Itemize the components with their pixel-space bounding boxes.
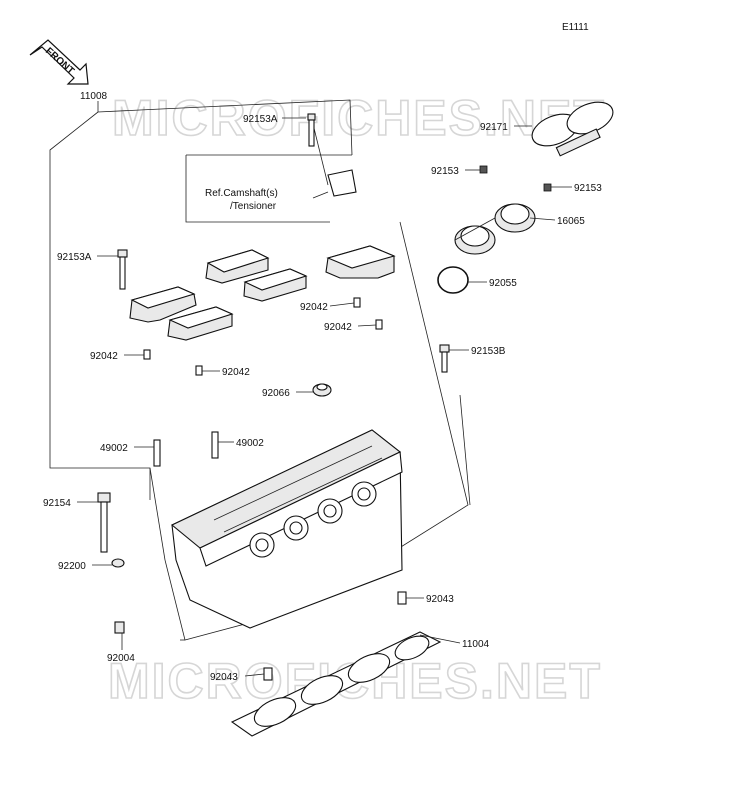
- dowel-pin-92042-c: [143, 349, 151, 360]
- o-ring-92055: [437, 266, 469, 294]
- bolt-92154: [97, 492, 111, 553]
- part-label-92004: 92004: [107, 653, 135, 664]
- screw-92153-right: [543, 183, 552, 192]
- clamp-92171: [531, 101, 614, 157]
- part-label-11004: 11004: [462, 639, 490, 650]
- part-label-49002-left: 49002: [100, 443, 128, 454]
- stud-49002-left: [153, 439, 161, 467]
- part-label-92055: 92055: [489, 278, 517, 289]
- part-label-92042-c: 92042: [90, 351, 118, 362]
- camshaft-cap-2: [205, 249, 270, 284]
- part-label-92153-right: 92153: [574, 183, 602, 194]
- camshaft-cap-4: [167, 306, 234, 341]
- part-label-92043-bottom: 92043: [210, 672, 238, 683]
- bolt-92153a-left: [117, 249, 128, 290]
- bolt-92153a-top: [307, 113, 329, 186]
- part-label-92042-a: 92042: [300, 302, 328, 313]
- dowel-pin-92042-b: [375, 319, 383, 330]
- camshaft-cap-5: [325, 169, 396, 279]
- dowel-pin-92043-right: [397, 591, 407, 605]
- screw-92153-left: [479, 165, 488, 174]
- intake-holder-16065: [454, 203, 536, 255]
- part-label-92042-b: 92042: [324, 322, 352, 333]
- part-label-92153-left: 92153: [431, 166, 459, 177]
- part-label-92154: 92154: [43, 498, 71, 509]
- part-label-11008: 11008: [80, 91, 108, 102]
- diagram-code: E1111: [562, 22, 589, 33]
- cylinder-head-11008: [170, 429, 403, 629]
- dowel-pin-92043-bottom: [263, 667, 273, 681]
- leader-lines: [77, 101, 572, 677]
- reference-note-line2: /Tensioner: [230, 201, 277, 212]
- reference-note-line1: Ref.Camshaft(s): [205, 188, 278, 199]
- dowel-pin-92042-d: [195, 365, 203, 376]
- part-label-92171: 92171: [480, 122, 508, 133]
- part-label-92153a-top: 92153A: [243, 114, 278, 125]
- assembly-outline: [49, 99, 471, 641]
- part-label-92153b: 92153B: [471, 346, 506, 357]
- watermark-top: MICROFICHES.NET: [112, 90, 606, 146]
- plug-92004: [114, 621, 125, 634]
- part-label-92153a-left: 92153A: [57, 252, 92, 263]
- plug-92066: [312, 383, 332, 397]
- part-label-92200: 92200: [58, 561, 86, 572]
- camshaft-cap-3: [243, 268, 308, 302]
- front-arrow-icon: FRONT: [29, 39, 89, 85]
- part-label-92066: 92066: [262, 388, 290, 399]
- part-label-16065: 16065: [557, 216, 585, 227]
- dowel-pin-92042-a: [353, 297, 361, 308]
- part-label-49002-right: 49002: [236, 438, 264, 449]
- stud-49002-right: [211, 431, 219, 459]
- part-label-92043-right: 92043: [426, 594, 454, 605]
- part-label-92042-d: 92042: [222, 367, 250, 378]
- bolt-92153b: [439, 344, 450, 373]
- head-gasket-11004: [230, 631, 442, 737]
- washer-92200: [111, 558, 125, 568]
- camshaft-cap-1: [129, 286, 197, 323]
